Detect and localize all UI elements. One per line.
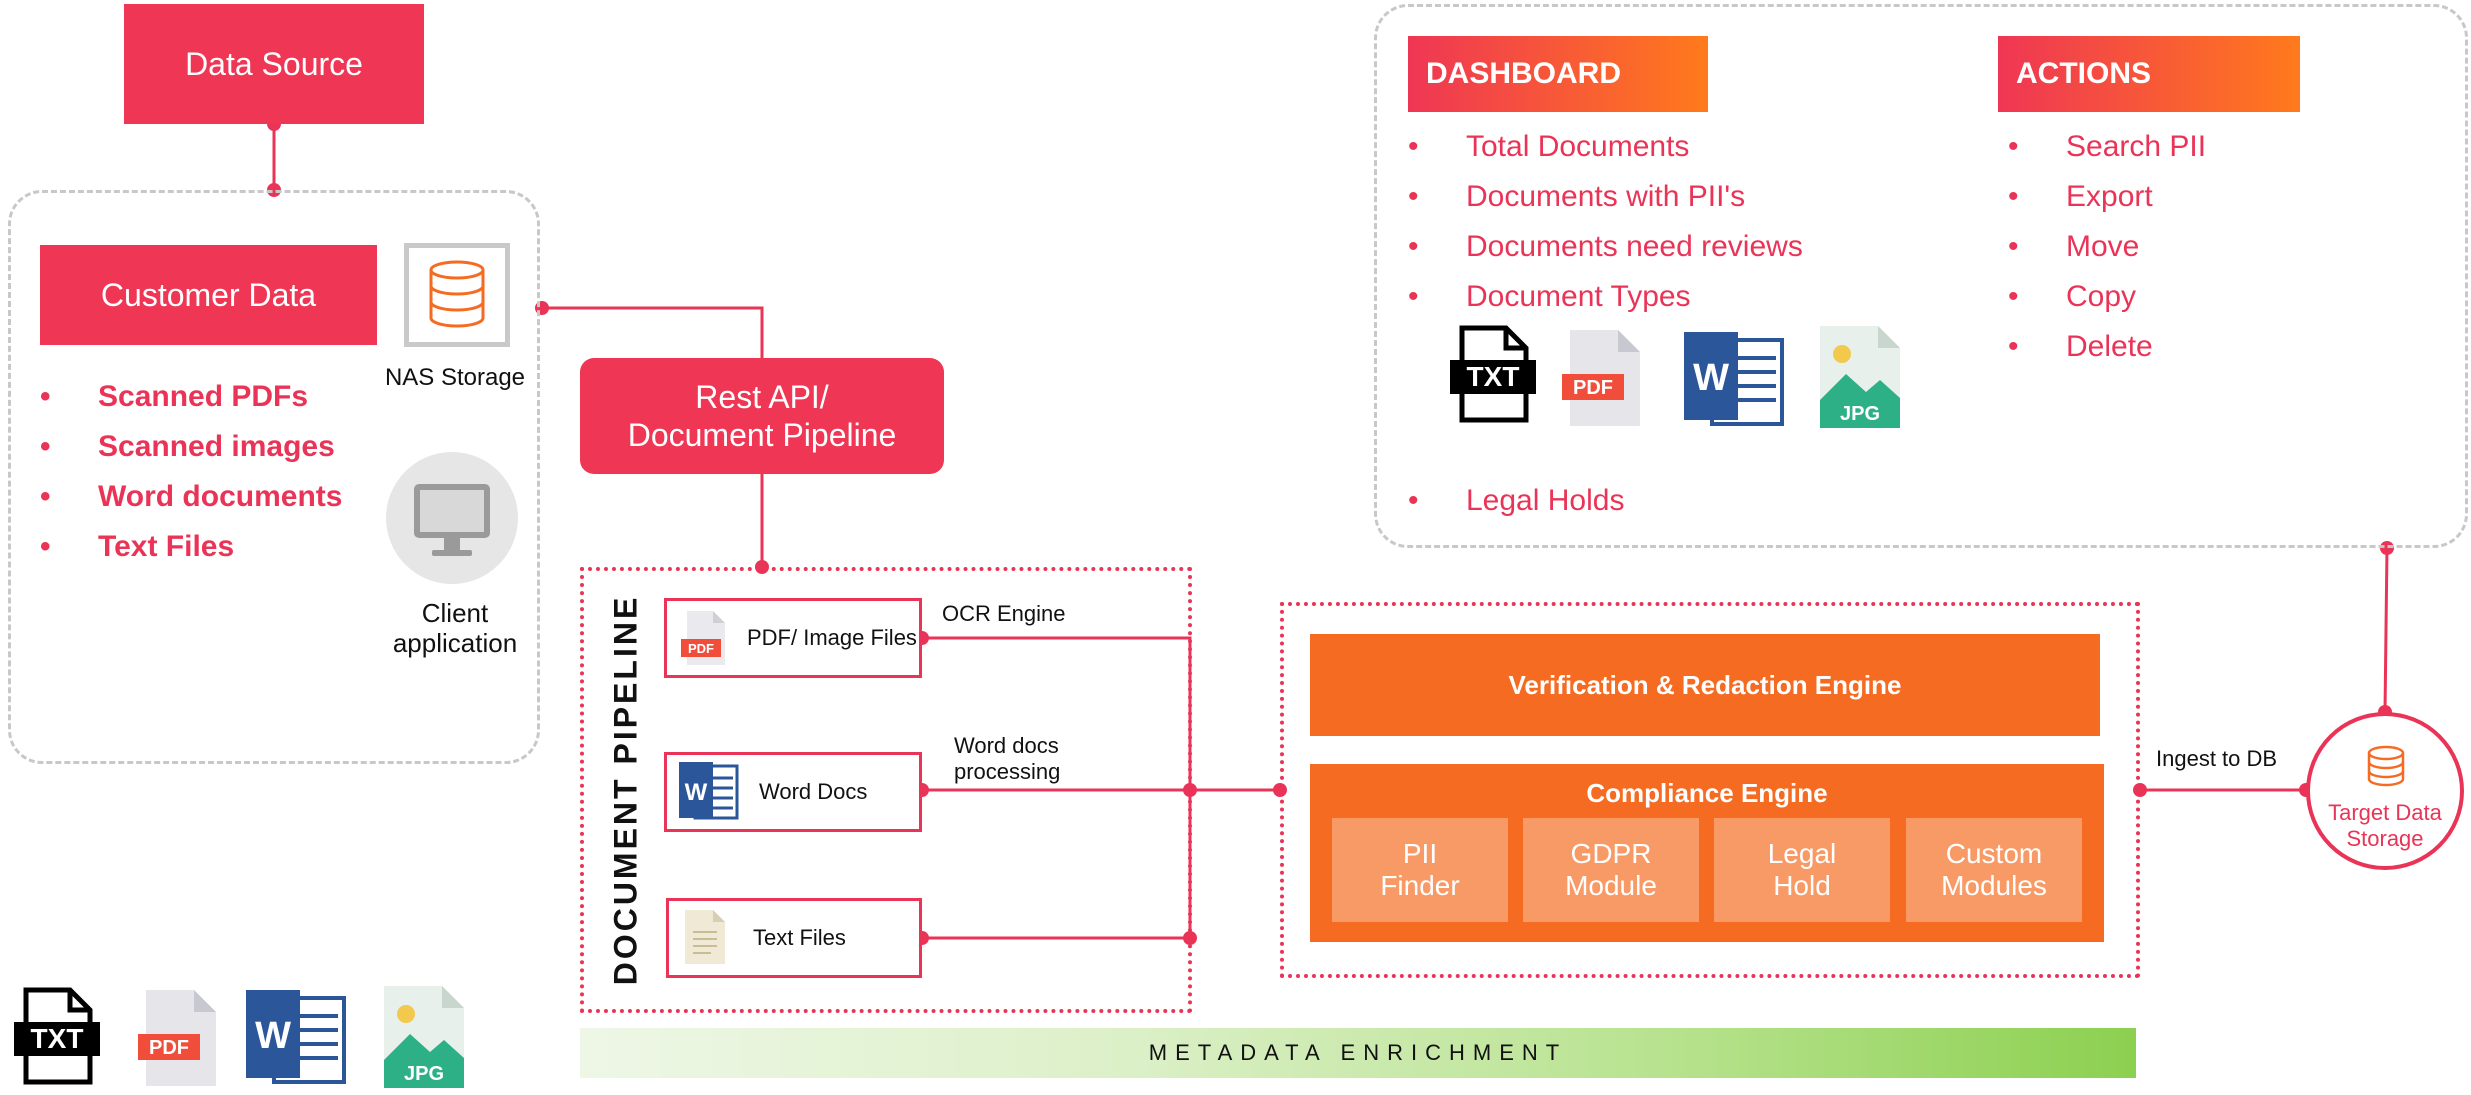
target-data-storage: Target Data Storage (2306, 712, 2464, 870)
actions-header: ACTIONS (1998, 36, 2300, 112)
customer-data-header: Customer Data (40, 245, 377, 345)
pdf-file-icon: PDF (1560, 328, 1644, 428)
target-line1: Target Data (2328, 800, 2442, 825)
dashboard-header: DASHBOARD (1408, 36, 1708, 112)
jpg-file-icon: JPG (1816, 324, 1904, 430)
dashboard-title: DASHBOARD (1426, 57, 1621, 90)
pipeline-vertical-label: DOCUMENT PIPELINE (607, 594, 644, 986)
svg-text:PDF: PDF (688, 641, 714, 656)
word-file-icon: W (244, 988, 348, 1086)
customer-data-title: Customer Data (100, 276, 317, 313)
svg-text:PDF: PDF (149, 1037, 189, 1059)
txt-file-icon: TXT (12, 986, 102, 1086)
svg-text:TXT: TXT (1467, 361, 1520, 392)
dashboard-file-icons: TXT PDF W JPG (1448, 324, 1908, 434)
database-icon (404, 243, 510, 347)
word-icon: W (677, 760, 741, 824)
verification-label: Verification & Redaction Engine (1508, 669, 1902, 700)
word-docs-label: Word Docs (759, 779, 868, 804)
module-line1: PII (1402, 838, 1438, 869)
svg-text:W: W (685, 779, 708, 806)
pdf-image-files-label: PDF/ Image Files (747, 625, 917, 650)
text-files-box: Text Files (666, 898, 922, 978)
data-source-box: Data Source (124, 4, 424, 124)
module-line2: Hold (1773, 870, 1831, 901)
module-line1: Legal (1767, 838, 1837, 869)
rest-api-line1: Rest API/ (695, 379, 829, 415)
module-line2: Module (1565, 870, 1657, 901)
dashboard-list: •Total Documents •Documents with PII's •… (1408, 130, 1803, 313)
text-file-icon (683, 908, 731, 968)
txt-file-icon: TXT (1448, 324, 1538, 424)
customer-data-panel (8, 190, 540, 764)
metadata-enrichment-bar: METADATA ENRICHMENT (580, 1028, 2136, 1078)
word-processing-line2: processing (954, 759, 1061, 784)
bottom-file-icons: TXT PDF W JPG (12, 984, 472, 1090)
dashboard-actions-panel (1374, 4, 2468, 548)
svg-text:JPG: JPG (404, 1063, 444, 1085)
svg-text:JPG: JPG (1840, 403, 1880, 425)
text-files-label: Text Files (753, 925, 846, 950)
pdf-image-files-box: PDF PDF/ Image Files (664, 598, 922, 678)
word-processing-line1: Word docs (954, 733, 1059, 758)
rest-api-box: Rest API/ Document Pipeline (580, 358, 944, 474)
actions-title: ACTIONS (2016, 57, 2151, 90)
svg-text:TXT: TXT (31, 1023, 84, 1054)
engines-panel (1280, 602, 2140, 978)
word-docs-box: W Word Docs (664, 752, 922, 832)
svg-text:W: W (1693, 357, 1729, 399)
compliance-engine-title: Compliance Engine (1586, 778, 1828, 808)
rest-api-line2: Document Pipeline (627, 417, 897, 453)
module-line2: Modules (1941, 870, 2047, 901)
word-processing-label: Word docs processing (954, 733, 1060, 785)
dashboard-legal-holds: •Legal Holds (1408, 484, 1625, 517)
pdf-icon: PDF (679, 609, 737, 667)
svg-text:W: W (255, 1015, 291, 1057)
actions-list: •Search PII •Export •Move •Copy •Delete (2008, 130, 2207, 363)
ingest-to-db-label: Ingest to DB (2156, 746, 2278, 771)
module-line1: Custom (1945, 838, 2043, 869)
module-line2: Finder (1380, 870, 1460, 901)
data-source-label: Data Source (185, 45, 363, 82)
jpg-file-icon: JPG (380, 984, 468, 1090)
metadata-enrichment-label: METADATA ENRICHMENT (1148, 1040, 1568, 1065)
customer-data-list: •Scanned PDFs •Scanned images •Word docu… (40, 380, 343, 563)
nas-storage-label: NAS Storage (384, 364, 526, 391)
svg-text:PDF: PDF (1573, 377, 1613, 399)
client-application-label: Client application (392, 598, 518, 658)
document-pipeline-panel (580, 567, 1192, 1013)
target-line2: Storage (2346, 826, 2424, 851)
module-line1: GDPR (1570, 838, 1652, 869)
monitor-icon (386, 452, 518, 584)
verification-redaction-engine: Verification & Redaction Engine (1310, 634, 2100, 736)
ocr-engine-label: OCR Engine (942, 601, 1066, 626)
pdf-file-icon: PDF (136, 988, 220, 1088)
word-file-icon: W (1682, 330, 1786, 428)
target-storage-label: Target Data Storage (2310, 800, 2460, 852)
database-icon (2365, 744, 2407, 793)
